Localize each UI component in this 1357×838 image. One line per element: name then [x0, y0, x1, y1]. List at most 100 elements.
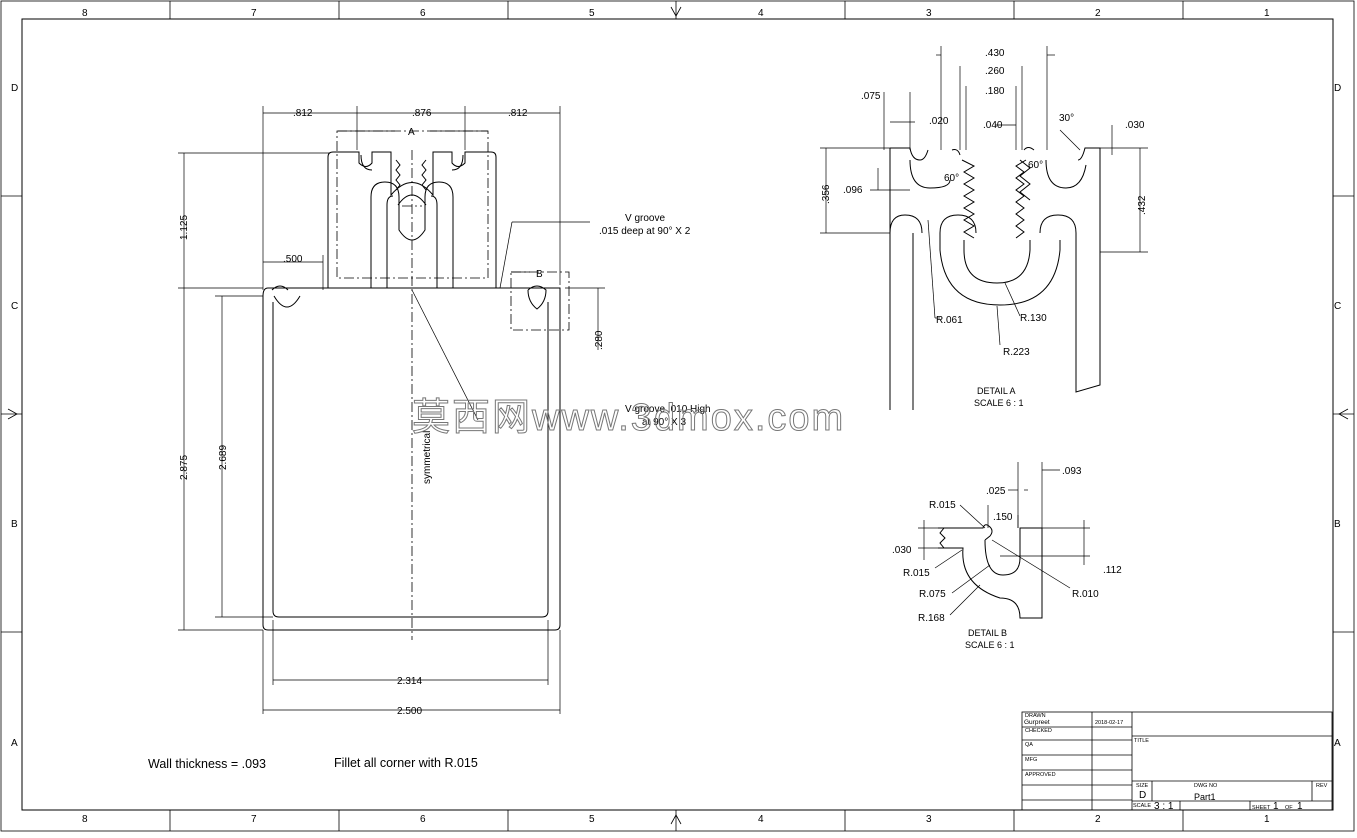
dim-a-096: .096: [843, 185, 863, 196]
detail-b-flag: B: [536, 269, 543, 280]
zone-col-8-top: 8: [82, 8, 88, 19]
dim-a-60deg-right: 60°: [1028, 160, 1043, 171]
zone-col-3-bottom: 3: [926, 814, 932, 825]
tb-mfg-label: MFG: [1025, 757, 1037, 763]
zone-col-5-top: 5: [589, 8, 595, 19]
dim-b-093: .093: [1062, 466, 1082, 477]
detail-a-scale: SCALE 6 : 1: [974, 398, 1024, 408]
tb-checked-label: CHECKED: [1025, 728, 1052, 734]
tb-rev-label: REV: [1316, 783, 1328, 789]
dim-b-112: .112: [1103, 565, 1122, 576]
dim-a-r130: R.130: [1020, 313, 1047, 324]
tb-drawn-by: Gurpreet: [1024, 719, 1050, 726]
dim-a-356: .356: [821, 184, 832, 204]
notes: Wall thickness = .093 Fillet all corner …: [148, 756, 478, 771]
v-groove-high-1: V groove .010 High: [625, 404, 711, 415]
tb-drawn-date: 2018-02-17: [1095, 720, 1123, 726]
dim-top-mid: .876: [412, 108, 432, 119]
tb-approved-label: APPROVED: [1025, 772, 1056, 778]
note-wall-thickness: Wall thickness = .093: [148, 757, 266, 771]
zone-col-6-top: 6: [420, 8, 426, 19]
symmetrical-label: symmetrical: [422, 431, 433, 484]
tb-size: D: [1139, 790, 1146, 801]
v-groove-note-1: V groove: [625, 213, 665, 224]
dim-a-r223: R.223: [1003, 347, 1030, 358]
dim-width-total: 2.500: [397, 706, 422, 717]
zone-row-d-right: D: [1334, 83, 1341, 94]
dim-top-left: .812: [293, 108, 313, 119]
zone-row-b-right: B: [1334, 519, 1341, 530]
tb-sheets: 1: [1297, 801, 1303, 812]
main-view: .812 .876 .812 .500 1.125 2.875 2.689 2.…: [178, 106, 711, 717]
main-dimension-lines: [178, 106, 605, 714]
tb-dwg-no: Part1: [1194, 792, 1216, 802]
dim-a-020: .020: [929, 116, 949, 127]
dim-b-025: .025: [986, 486, 1006, 497]
dim-a-040: .040: [983, 120, 1003, 131]
tb-sheet-label: SHEET: [1252, 805, 1271, 811]
main-profile: [262, 151, 561, 631]
detail-a-profile: [889, 147, 1101, 410]
detail-a-dimension-lines: [820, 46, 1148, 346]
dim-height-upper: 1.125: [179, 215, 190, 240]
detail-b: .093 .025 R.015 .150 .030 .112 R.015 R.0…: [892, 462, 1122, 650]
dim-a-30deg: 30°: [1059, 113, 1074, 124]
dim-left-lip: .500: [283, 254, 303, 265]
zone-col-6-bottom: 6: [420, 814, 426, 825]
zone-col-1-top: 1: [1264, 8, 1270, 19]
tb-dwg-no-label: DWG NO: [1194, 783, 1218, 789]
zone-col-7-top: 7: [251, 8, 257, 19]
note-fillet: Fillet all corner with R.015: [334, 756, 478, 770]
zone-col-8-bottom: 8: [82, 814, 88, 825]
detail-b-title: DETAIL B: [968, 628, 1007, 638]
tb-scale-label: SCALE: [1133, 803, 1151, 809]
dim-a-432: .432: [1137, 195, 1148, 215]
watermark-logo: 莫西网www.3dmox.com: [412, 397, 845, 439]
dim-b-r015-top: R.015: [929, 500, 956, 511]
dim-a-r061: R.061: [936, 315, 963, 326]
dim-top-right: .812: [508, 108, 528, 119]
dim-b-150: .150: [993, 512, 1013, 523]
tb-title-label: TITLE: [1134, 738, 1149, 744]
zone-row-d-left: D: [11, 83, 18, 94]
zone-col-1-bottom: 1: [1264, 814, 1270, 825]
dim-height-total: 2.875: [179, 455, 190, 480]
detail-boundaries: [336, 130, 570, 640]
dim-lip-height: .280: [594, 330, 605, 350]
zone-col-4-top: 4: [758, 8, 764, 19]
zone-col-2-bottom: 2: [1095, 814, 1101, 825]
tb-size-label: SIZE: [1136, 783, 1149, 789]
v-groove-note-2: .015 deep at 90° X 2: [599, 226, 691, 237]
v-groove-high-2: at 90° X 3: [642, 417, 686, 428]
dim-width-inner: 2.314: [397, 676, 422, 687]
dim-a-60deg-left: 60°: [944, 173, 959, 184]
zone-col-2-top: 2: [1095, 8, 1101, 19]
dim-a-030: .030: [1125, 120, 1145, 131]
tb-qa-label: QA: [1025, 742, 1033, 748]
detail-b-scale: SCALE 6 : 1: [965, 640, 1015, 650]
dim-b-r075: R.075: [919, 589, 946, 600]
zone-row-a-left: A: [11, 738, 18, 749]
zone-row-a-right: A: [1334, 738, 1341, 749]
tb-scale: 3 : 1: [1154, 801, 1174, 812]
tb-of-label: OF: [1285, 805, 1293, 811]
dim-b-030: .030: [892, 545, 912, 556]
dim-height-inner: 2.689: [218, 445, 229, 470]
detail-a-title: DETAIL A: [977, 386, 1016, 396]
dim-a-075: .075: [861, 91, 881, 102]
dim-a-260: .260: [985, 66, 1005, 77]
dim-a-430: .430: [985, 48, 1005, 59]
zone-col-4-bottom: 4: [758, 814, 764, 825]
zone-row-c-left: C: [11, 301, 18, 312]
zone-col-3-top: 3: [926, 8, 932, 19]
zone-col-7-bottom: 7: [251, 814, 257, 825]
zone-col-5-bottom: 5: [589, 814, 595, 825]
detail-a-flag: A: [408, 127, 415, 138]
zone-row-b-left: B: [11, 519, 18, 530]
dim-b-r015-mid: R.015: [903, 568, 930, 579]
tb-sheet: 1: [1273, 801, 1279, 812]
dim-b-r010: R.010: [1072, 589, 1099, 600]
